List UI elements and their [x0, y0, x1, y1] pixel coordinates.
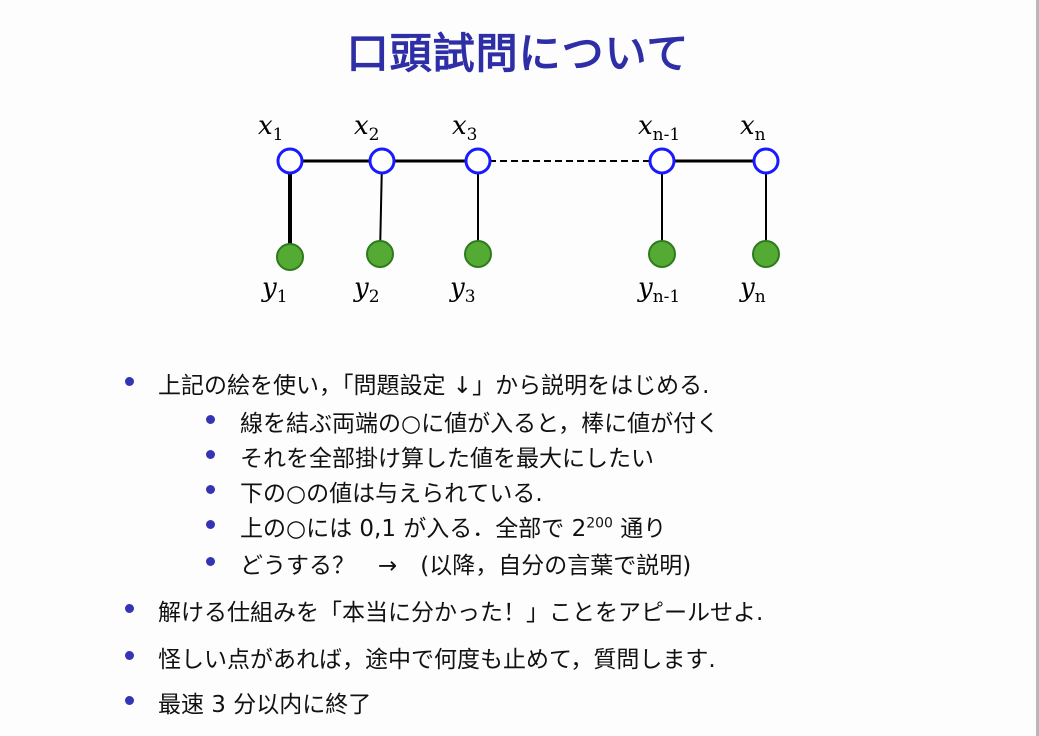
label-y2: y2 [353, 273, 380, 307]
sub-bullet-item: どうする？ → (以降，自分の言葉で説明) [240, 553, 692, 579]
bullet-dot [125, 604, 134, 613]
bullet-dot [206, 557, 215, 566]
bullet-dot [125, 696, 134, 705]
label-x2: x2 [354, 111, 380, 145]
node-y3 [464, 240, 492, 268]
bullet-dot [206, 520, 215, 529]
node-x3 [464, 147, 492, 175]
bullet-dot [125, 377, 134, 386]
label-xn: xn [740, 111, 766, 145]
sub-bullet-item: それを全部掛け算した値を最大にしたい [240, 446, 654, 472]
sub-bullet-item: 下の○の値は与えられている. [240, 481, 543, 507]
text-after: 通り [612, 516, 667, 542]
node-x1 [276, 147, 304, 175]
bullet-dot [206, 485, 215, 494]
edge-x2-y2 [379, 160, 383, 255]
node-xn1 [648, 147, 676, 175]
node-xn [752, 147, 780, 175]
exponent: 200 [586, 515, 613, 532]
node-yn [752, 240, 780, 268]
label-yn1: yn-1 [637, 273, 680, 307]
label-y1: y1 [261, 273, 288, 307]
node-y2 [366, 240, 394, 268]
sub-bullet-item: 線を結ぶ両端の○に値が入ると，棒に値が付く [240, 411, 720, 437]
bullet-dot [206, 450, 215, 459]
node-x2 [368, 147, 396, 175]
text-before: 上の○には 0,1 が入る．全部で 2 [240, 516, 587, 542]
label-y3: y3 [449, 273, 476, 307]
bullet-item: 解ける仕組みを「本当に分かった！」ことをアピールせよ. [158, 600, 764, 626]
bullet-item: 怪しい点があれば，途中で何度も止めて，質問します. [158, 647, 716, 673]
sub-bullet-item: 上の○には 0,1 が入る．全部で 2200 通り [240, 509, 666, 543]
page-title: 口頭試問について [346, 29, 690, 78]
bullet-dot [206, 415, 215, 424]
bullet-item: 最速 3 分以内に終了 [158, 692, 372, 718]
page-edge [1036, 0, 1039, 736]
label-x3: x3 [452, 111, 478, 145]
label-yn: yn [739, 273, 766, 307]
chain-diagram: x1 x2 x3 xn-1 xn y1 y2 y3 yn-1 yn [258, 111, 780, 307]
bullet-dot [125, 651, 134, 660]
bullet-item: 上記の絵を使い，「問題設定 ↓」から説明をはじめる. [158, 373, 710, 399]
node-y1 [276, 243, 304, 271]
label-x1: x1 [258, 111, 284, 145]
label-xn1: xn-1 [638, 111, 680, 145]
node-yn1 [648, 240, 676, 268]
